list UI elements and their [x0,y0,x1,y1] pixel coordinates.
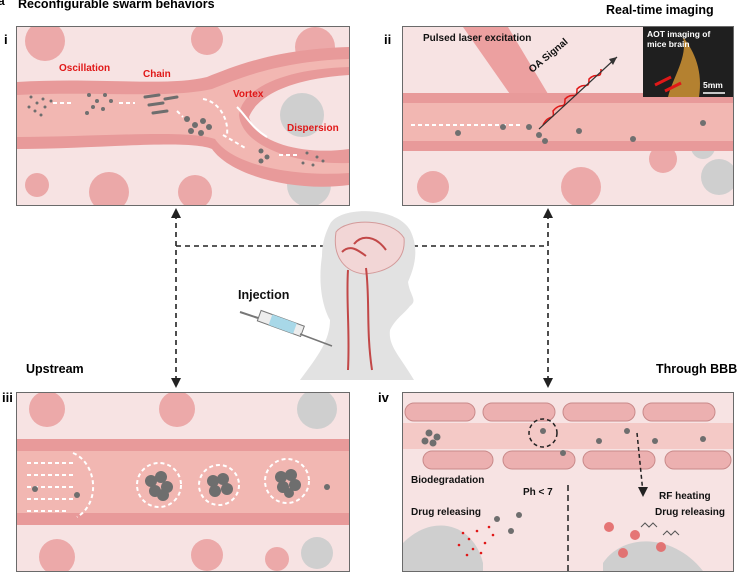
panel-iv-through-bbb: Biodegradation Ph < 7 Drug releasing RF … [402,392,734,572]
figure-panel-letter: a [0,0,5,8]
panel-iv-title: Through BBB [656,362,738,376]
inset-aot-title: AOT imaging of mice brain [647,29,711,49]
panel-iv-illustration [403,393,733,571]
label-pulsed-laser: Pulsed laser excitation [423,33,532,44]
panel-ii-real-time-imaging: Pulsed laser excitation OA Signal AOT im… [402,26,734,206]
label-rf-heating: RF heating [659,491,711,502]
panel-ii-label: ii [384,32,392,47]
panel-iii-upstream [16,392,350,572]
label-oscillation: Oscillation [59,63,111,74]
inset-scale-bar-label: 5mm [703,80,723,90]
label-biodegradation: Biodegradation [411,475,485,486]
panel-i-label: i [4,32,8,47]
label-drug-releasing-right: Drug releasing [655,507,726,518]
panel-ii-illustration [403,27,733,205]
panel-iv-label: iv [378,390,389,405]
panel-iii-illustration [17,393,349,571]
panel-i-illustration [17,27,349,205]
panel-i-swarm-behaviors: Oscillation Chain Vortex Dispersion [16,26,350,206]
label-injection: Injection [238,288,290,302]
label-dispersion: Dispersion [287,123,339,134]
label-vortex: Vortex [233,89,264,100]
title-swarm-behaviors: Reconfigurable swarm behaviors [18,0,215,11]
panel-iii-title: Upstream [26,362,84,376]
title-real-time-imaging: Real-time imaging [606,3,714,17]
panel-iii-label: iii [2,390,13,405]
label-drug-releasing-left: Drug releasing [411,507,482,518]
label-chain: Chain [143,69,171,80]
label-ph: Ph < 7 [523,487,553,498]
